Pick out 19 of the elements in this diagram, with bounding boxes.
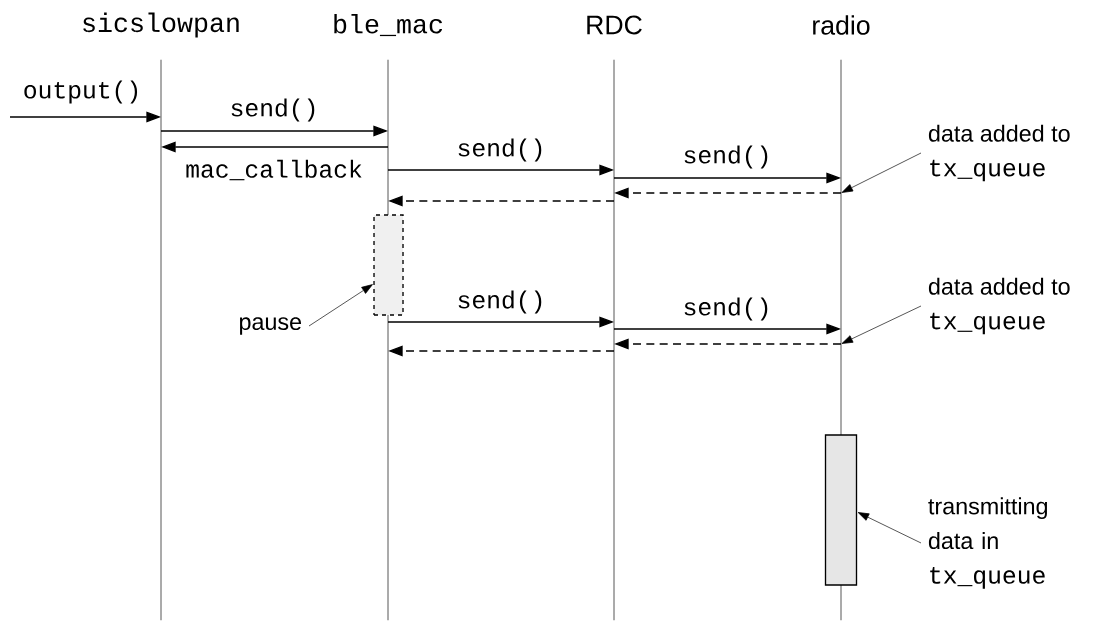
lifeline-label: sicslowpan: [83, 12, 239, 38]
message-label: send(): [681, 144, 773, 170]
note-text: pause: [240, 317, 302, 335]
message-label: send(): [228, 97, 320, 123]
message-label: output(): [21, 79, 143, 105]
leader-line: [841, 305, 922, 344]
note-text: data added to tx_queue: [928, 124, 1070, 182]
message-label: mac_callback: [183, 158, 365, 182]
leader-line: [308, 284, 373, 327]
message-label: send(): [455, 137, 547, 163]
note-text: data added to tx_queue: [928, 277, 1070, 335]
lifeline-label: RDC: [587, 15, 642, 35]
lifeline-label: ble_mac: [334, 13, 443, 37]
lifeline-label: radio: [813, 15, 870, 35]
note-text: transmitting data in tx_queue: [928, 497, 1048, 589]
message-label: send(): [455, 289, 547, 315]
message-label: send(): [681, 296, 773, 322]
leader-line: [841, 152, 922, 193]
leader-line: [857, 512, 922, 544]
